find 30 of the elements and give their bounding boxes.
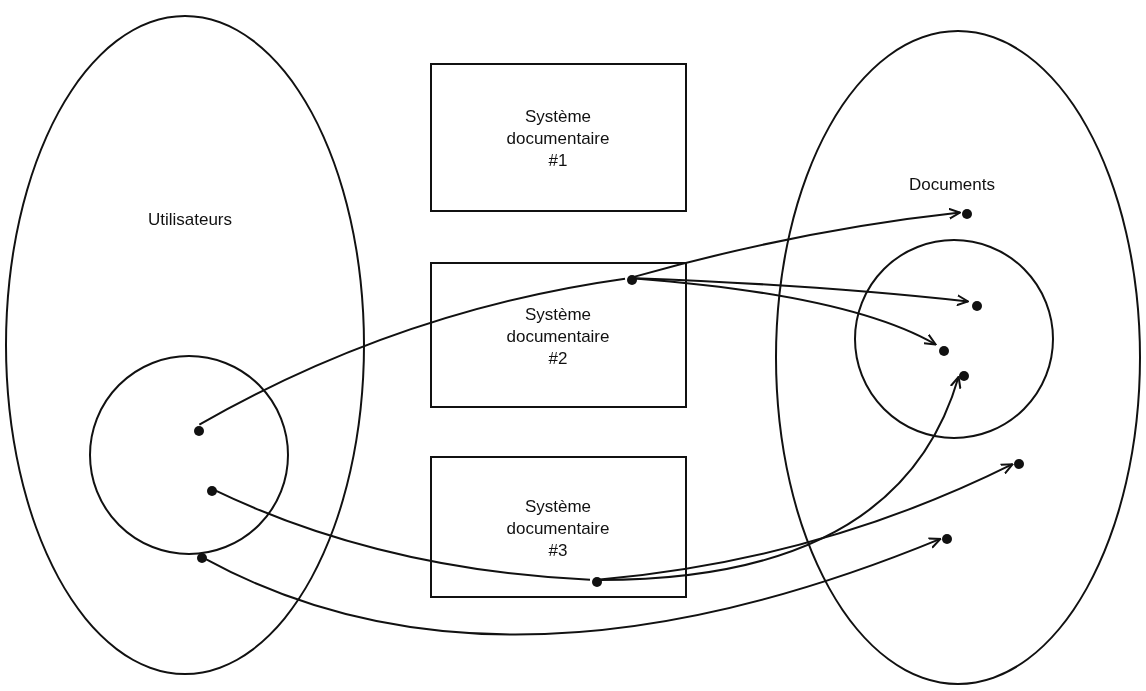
node-label: Système documentaire #3	[505, 496, 611, 562]
circle-outline	[854, 239, 1054, 439]
dot	[942, 534, 952, 544]
dot	[972, 301, 982, 311]
arrow	[633, 207, 962, 278]
arrow	[599, 463, 1014, 581]
system-box	[430, 456, 687, 598]
group-ellipse	[775, 30, 1141, 685]
dot	[207, 486, 217, 496]
dot	[627, 275, 637, 285]
node-label: Système documentaire #1	[505, 106, 611, 172]
node-label: Documents	[908, 174, 996, 196]
dot	[959, 371, 969, 381]
dot	[592, 577, 602, 587]
dot	[1014, 459, 1024, 469]
arrow	[634, 277, 970, 307]
dot	[194, 426, 204, 436]
dot	[939, 346, 949, 356]
circle-outline	[89, 355, 289, 555]
node-label: Utilisateurs	[146, 209, 234, 231]
dot	[962, 209, 972, 219]
arrow	[599, 375, 961, 581]
node-label: Système documentaire #2	[505, 304, 611, 370]
system-box	[430, 262, 687, 408]
arrow	[203, 537, 942, 636]
dot	[197, 553, 207, 563]
group-ellipse	[5, 15, 365, 675]
arrow	[634, 277, 937, 346]
system-box	[430, 63, 687, 212]
connector-line	[198, 277, 627, 426]
